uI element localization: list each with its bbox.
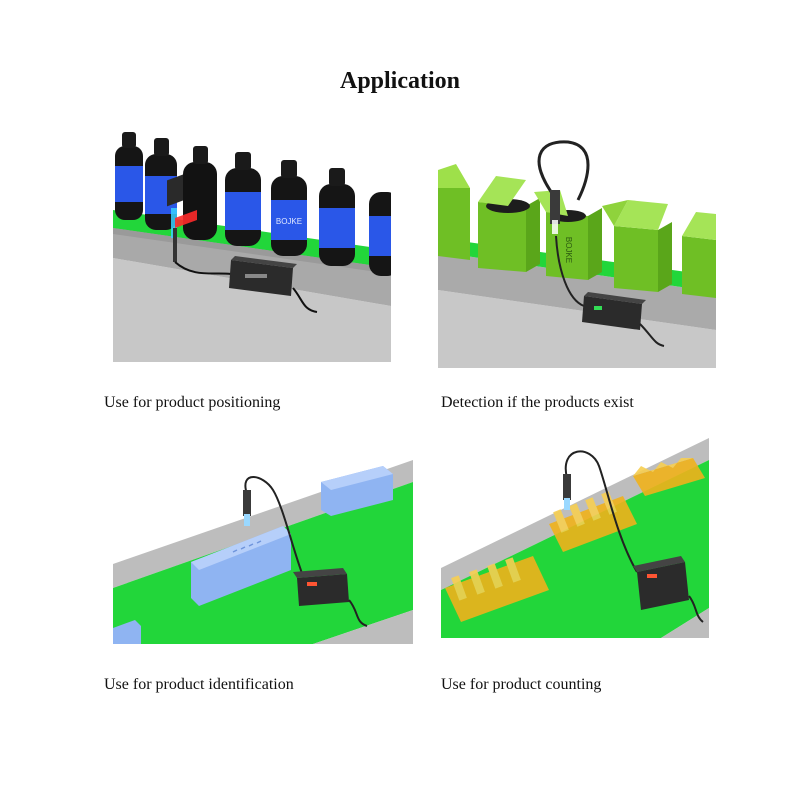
fiber-amplifier <box>229 256 297 296</box>
blue-part <box>113 620 141 644</box>
product-identification-image <box>113 460 413 644</box>
fiber-amplifier <box>293 568 349 606</box>
caption-product-existence: Detection if the products exist <box>441 394 634 411</box>
fiber-amplifier <box>633 556 689 610</box>
yellow-part <box>549 491 637 552</box>
box-label: BOJKE <box>564 237 573 263</box>
yellow-part <box>633 458 705 496</box>
product-counting-image <box>441 438 709 638</box>
caption-product-counting: Use for product counting <box>441 676 602 693</box>
bottle-row: BOJKE <box>115 132 391 276</box>
yellow-part <box>445 556 549 622</box>
blue-part <box>321 466 393 516</box>
product-positioning-image: BOJKE <box>113 128 391 362</box>
caption-product-positioning: Use for product positioning <box>104 394 281 411</box>
fiber-sensor-head <box>563 474 571 510</box>
product-existence-image: BOJKE <box>438 140 716 368</box>
fiber-amplifier <box>582 292 646 330</box>
fiber-sensor-head <box>243 490 251 526</box>
bottle-label: BOJKE <box>276 217 302 226</box>
blue-part <box>191 526 291 606</box>
fiber-sensor-head <box>167 174 197 262</box>
fiber-sensor-head <box>550 190 560 234</box>
caption-product-identification: Use for product identification <box>104 676 294 693</box>
page-title: Application <box>339 68 461 94</box>
